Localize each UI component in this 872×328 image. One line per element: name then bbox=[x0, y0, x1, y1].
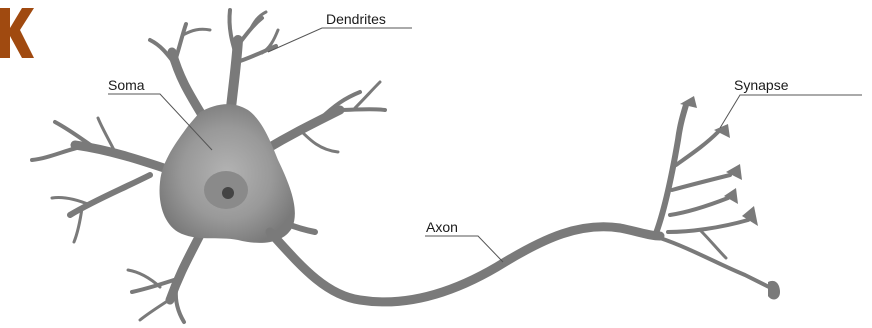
corner-logo-mark bbox=[0, 8, 34, 58]
soma-label: Soma bbox=[108, 77, 145, 93]
synapse-leader-line bbox=[720, 95, 862, 128]
dendrites-label: Dendrites bbox=[326, 11, 386, 27]
axon-leader-line bbox=[425, 236, 503, 262]
nucleolus bbox=[222, 187, 234, 199]
axon-terminals bbox=[655, 105, 775, 290]
axon bbox=[270, 227, 660, 302]
axon-label: Axon bbox=[426, 219, 458, 235]
synapse-label: Synapse bbox=[734, 77, 789, 93]
dendrites-leader-line bbox=[268, 28, 412, 52]
